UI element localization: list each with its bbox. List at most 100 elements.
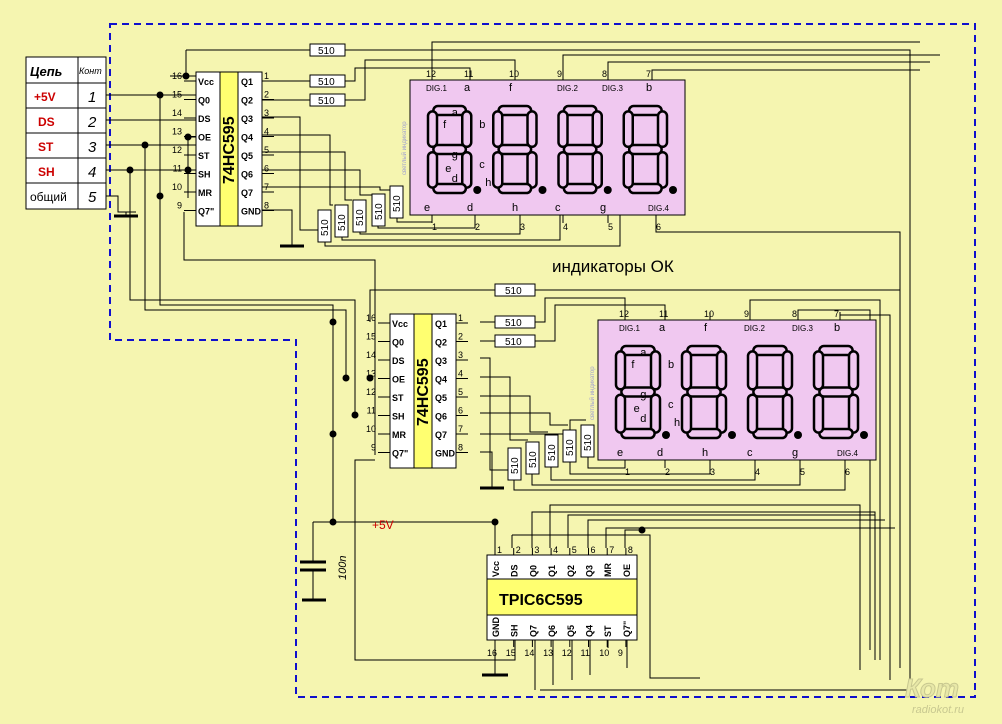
pin-label: Q7 xyxy=(528,625,538,637)
pin-label: Q1 xyxy=(241,77,253,87)
svg-text:510: 510 xyxy=(318,46,335,57)
resistor: 510 xyxy=(494,315,536,329)
pin-number: 10 xyxy=(366,424,376,434)
chip-core xyxy=(413,313,433,469)
pin-number: 1 xyxy=(497,545,502,555)
pin-number: 4 xyxy=(458,369,463,379)
pin-label: OE xyxy=(622,564,632,577)
segment xyxy=(781,393,794,434)
pin-number: 16 xyxy=(366,313,376,323)
pin-label: Vcc xyxy=(198,77,214,87)
svg-text:510: 510 xyxy=(583,434,594,451)
pin-label: b xyxy=(834,322,840,334)
pin-number: 7 xyxy=(834,309,839,319)
supply-label: +5V xyxy=(372,518,394,532)
segment xyxy=(562,182,598,195)
segment xyxy=(426,110,439,149)
pin-label: Q4 xyxy=(585,625,595,637)
pin-number: 8 xyxy=(458,443,463,453)
pin-label: Q7" xyxy=(392,449,408,459)
pin-number: 1 xyxy=(458,313,463,323)
pin-label: MR xyxy=(392,430,406,440)
pin-label: Q7" xyxy=(198,207,214,217)
segment xyxy=(591,110,603,149)
pin-number: 13 xyxy=(366,369,376,379)
pin-label: Q1 xyxy=(435,319,447,329)
pin-number: 12 xyxy=(366,387,376,397)
pin-number: 1 xyxy=(432,222,437,232)
segment xyxy=(627,182,663,195)
segment xyxy=(686,386,722,398)
segment xyxy=(557,110,569,149)
pin-label: Q4 xyxy=(241,133,253,143)
pin-number: 15 xyxy=(366,332,376,342)
pin-number: 12 xyxy=(172,145,182,155)
segment xyxy=(562,143,598,156)
resistor: 510 xyxy=(352,199,367,233)
segment xyxy=(526,150,538,189)
segment-label: f xyxy=(631,359,635,371)
pin-label: DIG.4 xyxy=(837,449,858,458)
pin-label: DIG.2 xyxy=(744,324,765,333)
pin-label: f xyxy=(509,82,513,94)
pin-label: OE xyxy=(198,133,211,143)
display-2: 12DIG.111a10f9DIG.28DIG.37b1e2d3h4c5g6DI… xyxy=(589,309,877,477)
svg-text:510: 510 xyxy=(318,77,335,88)
segment xyxy=(746,393,759,434)
segment-label: d xyxy=(452,173,458,185)
decimal-point xyxy=(603,186,612,194)
connector-row-pin: 5 xyxy=(88,189,97,206)
pin-number: 11 xyxy=(367,406,376,416)
pin-number: 11 xyxy=(173,164,182,174)
pin-label: Q7" xyxy=(622,621,632,637)
pin-label: a xyxy=(659,322,666,334)
segment xyxy=(614,350,627,391)
pin-label: SH xyxy=(392,412,405,422)
segment-label: e xyxy=(634,403,640,415)
pin-label: DIG.1 xyxy=(619,324,640,333)
connector-row-pin: 1 xyxy=(88,89,96,106)
pin-number: 9 xyxy=(371,443,376,453)
chip-core xyxy=(486,578,638,616)
pin-label: GND xyxy=(435,449,456,459)
resistor: 510 xyxy=(317,209,332,243)
pin-label: DIG.1 xyxy=(426,84,447,93)
pin-number: 4 xyxy=(264,127,269,137)
pin-number: 2 xyxy=(264,90,269,100)
resistor: 510 xyxy=(544,434,559,468)
segment xyxy=(591,150,603,189)
pin-label: h xyxy=(512,202,518,214)
segment xyxy=(812,350,825,391)
resistor: 510 xyxy=(334,204,349,238)
watermark-site: radiokot.ru xyxy=(912,704,964,716)
chip-core xyxy=(219,71,239,227)
segment xyxy=(526,110,538,149)
segment xyxy=(649,393,662,434)
connector-row-name: SH xyxy=(38,165,55,179)
pin-number: 5 xyxy=(800,467,805,477)
pin-number: 7 xyxy=(646,69,651,79)
pin-label: DS xyxy=(198,114,211,124)
pin-label: c xyxy=(555,202,561,214)
pin-label: c xyxy=(747,447,753,459)
pin-label: DIG.3 xyxy=(792,324,813,333)
pin-label: Q2 xyxy=(241,96,253,106)
segment xyxy=(620,386,656,398)
segment xyxy=(649,350,662,391)
pin-label: DS xyxy=(510,564,520,577)
pin-number: 3 xyxy=(710,467,715,477)
segment xyxy=(620,344,656,357)
pin-label: Q2 xyxy=(566,565,576,577)
segment xyxy=(686,344,722,357)
pin-number: 10 xyxy=(172,182,182,192)
segment xyxy=(492,110,504,149)
pin-number: 8 xyxy=(264,201,269,211)
segment xyxy=(562,104,598,117)
pin-number: 4 xyxy=(553,545,558,555)
pin-label: d xyxy=(467,202,473,214)
pin-number: 5 xyxy=(458,387,463,397)
display-1: 12DIG.111a10f9DIG.28DIG.37b1e2d3h4c5g6DI… xyxy=(401,69,686,232)
segment xyxy=(620,427,656,440)
pin-number: 9 xyxy=(744,309,749,319)
